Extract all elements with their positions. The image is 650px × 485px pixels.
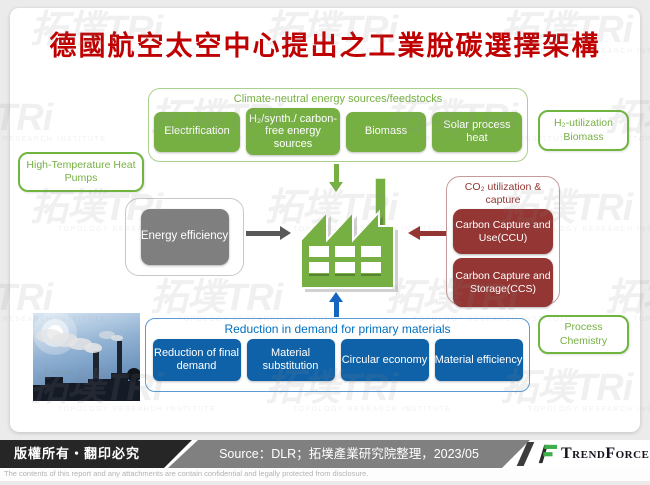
solar-process-heat-box: Solar process heat <box>432 111 522 152</box>
factory-icon <box>300 177 398 292</box>
green-down-arrow <box>334 164 339 184</box>
page-title: 德國航空太空中心提出之工業脫碳選擇架構 <box>49 31 601 62</box>
red-left-arrow-head <box>408 226 420 240</box>
red-left-arrow <box>420 231 450 236</box>
source-banner: Source：DLR；拓墣產業研究院整理，2023/05 <box>168 440 530 468</box>
biomass-box: Biomass <box>346 111 426 152</box>
trendforce-logo-text: TrendForce <box>561 445 650 462</box>
energy-efficiency-box: Energy efficiency <box>140 209 229 265</box>
smokestack-photo <box>33 313 140 401</box>
material-efficiency-box: Material efficiency <box>434 339 523 381</box>
primary-materials-label: Reduction in demand for primary material… <box>224 322 451 336</box>
reduction-final-demand-box: Reduction of final demand <box>152 339 241 381</box>
primary-materials-row: Reduction of final demand Material subst… <box>146 339 529 381</box>
co2-utilization-label: CO₂ utilization & capture <box>464 181 542 206</box>
high-temperature-heat-pumps-box: High-Temperature Heat Pumps <box>18 152 144 192</box>
ccu-box: Carbon Capture and Use(CCU) <box>453 209 553 255</box>
disclaimer-text: The contents of this report and any atta… <box>0 468 650 481</box>
ccs-box: Carbon Capture and Storage(CCS) <box>453 258 553 308</box>
copyright-banner: 版權所有‧翻印必究 <box>0 440 192 468</box>
co2-utilization-group: CO₂ utilization & capture Carbon Capture… <box>446 176 560 308</box>
material-substitution-box: Material substitution <box>246 339 335 381</box>
gray-right-arrow-head <box>280 226 291 240</box>
climate-neutral-group: Climate-neutral energy sources/feedstock… <box>148 88 528 162</box>
blue-up-arrow-head <box>329 292 343 302</box>
green-down-arrow-head <box>329 182 343 192</box>
trendforce-logo: TrendForce <box>536 443 649 465</box>
circular-economy-box: Circular economy <box>340 339 429 381</box>
electrification-box: Electrification <box>154 111 240 152</box>
h2-utilization-biomass-box: H₂-utilization Biomass <box>538 110 629 151</box>
trendforce-logo-icon <box>538 444 558 464</box>
energy-efficiency-group: Energy efficiency <box>125 198 244 276</box>
footer-bar: 版權所有‧翻印必究 Source：DLR；拓墣產業研究院整理，2023/05 T… <box>0 440 650 468</box>
blue-up-arrow <box>334 300 339 317</box>
climate-neutral-label: Climate-neutral energy sources/feedstock… <box>233 93 443 105</box>
climate-neutral-row: Electrification H₂/synth./ carbon-free e… <box>149 108 527 155</box>
primary-materials-group: Reduction in demand for primary material… <box>145 318 530 392</box>
h2-synth-box: H₂/synth./ carbon-free energy sources <box>246 108 340 155</box>
gray-right-arrow <box>246 231 281 236</box>
process-chemistry-box: Process Chemistry <box>538 315 629 354</box>
